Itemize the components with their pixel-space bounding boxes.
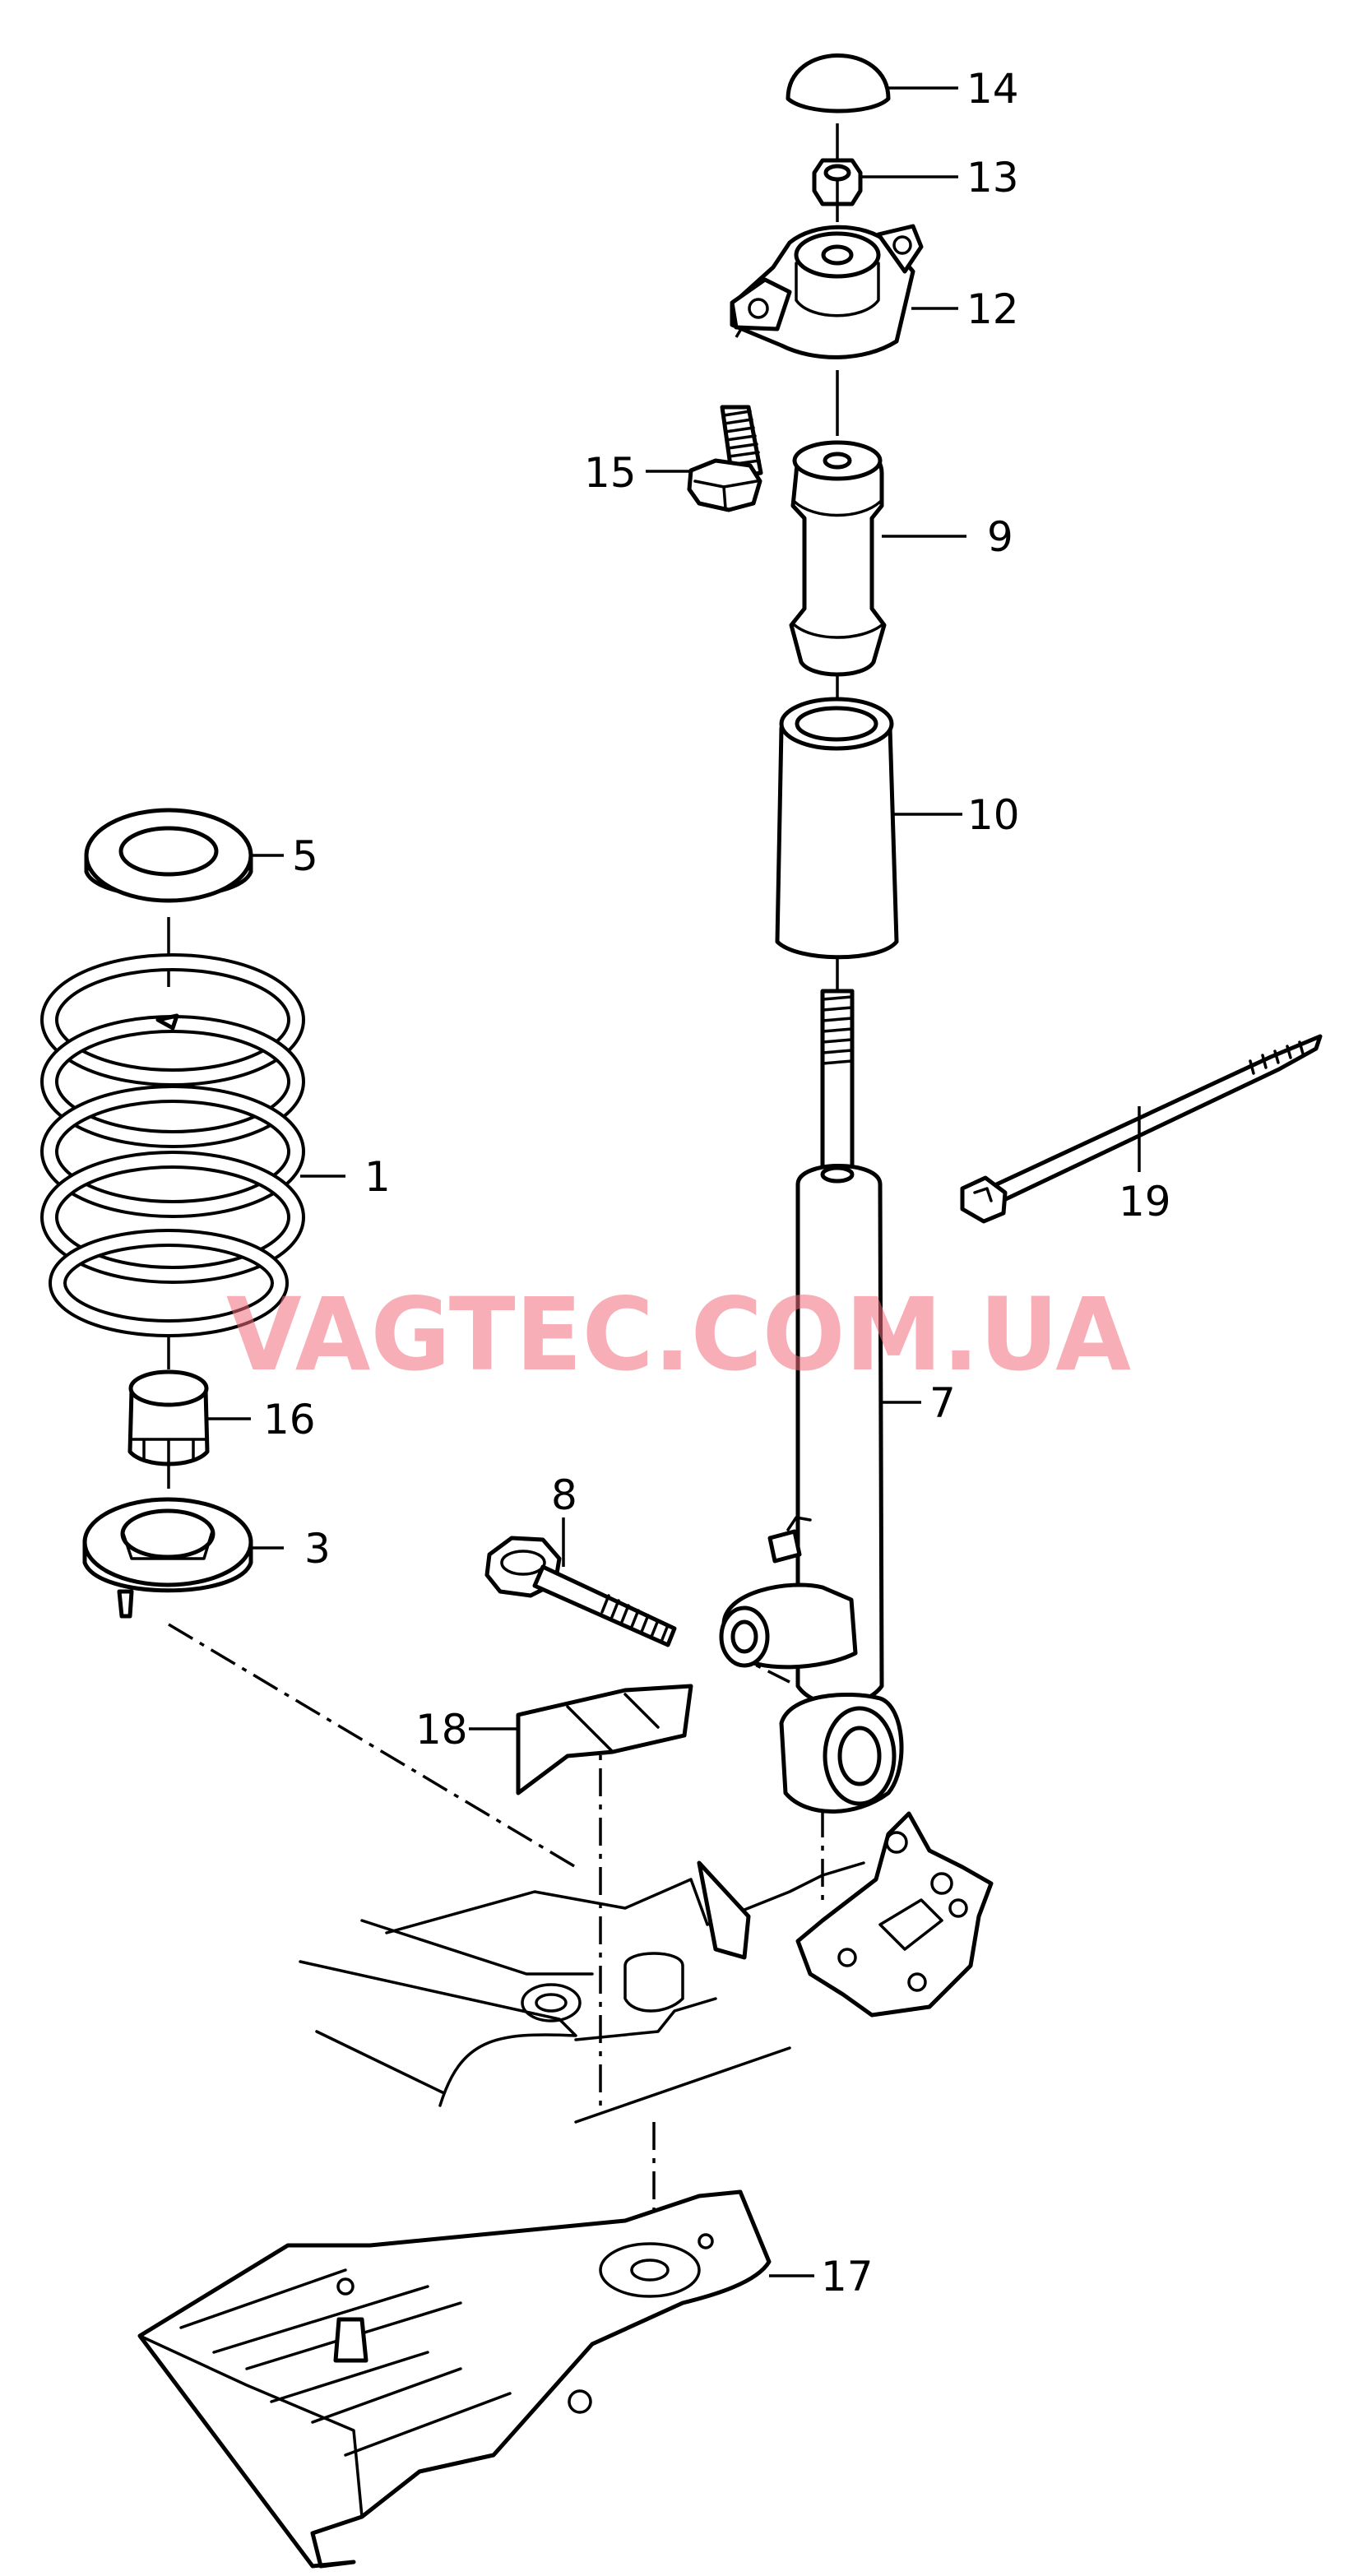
label-part-1: 1 <box>364 1153 391 1201</box>
part-12-strut-mount <box>730 224 924 359</box>
part-16-spring-bush <box>127 1369 210 1467</box>
part-14-protective-cap <box>786 53 891 114</box>
label-part-13: 13 <box>966 154 1019 202</box>
label-part-5: 5 <box>292 832 318 880</box>
part-10-dust-boot <box>775 697 899 960</box>
part-13-hex-nut <box>812 158 863 206</box>
part-17-underbody-guard <box>137 2189 772 2569</box>
part-15-hex-bolt <box>687 405 763 512</box>
part-labels: 14 13 12 15 9 10 5 1 19 7 16 8 3 18 17 <box>263 65 1171 2300</box>
part-18-bracket <box>516 1684 693 1795</box>
part-19-cable-tie <box>960 1034 1323 1224</box>
part-8-mounting-bolt <box>484 1536 677 1647</box>
label-part-15: 15 <box>584 449 637 497</box>
part-9-bump-stop <box>789 440 887 677</box>
watermark-text: VAGTEC.COM.UA <box>226 1276 1131 1393</box>
label-part-7: 7 <box>929 1379 956 1427</box>
rear-axle-beam <box>299 1811 994 2124</box>
label-part-18: 18 <box>415 1706 468 1754</box>
label-part-19: 19 <box>1119 1178 1171 1225</box>
label-part-14: 14 <box>966 65 1019 113</box>
part-5-upper-spring-seat <box>84 808 253 903</box>
part-3-lower-spring-seat <box>82 1497 253 1619</box>
assembly-axes <box>167 123 839 2237</box>
part-7-shock-absorber <box>719 989 904 1814</box>
leader-lines <box>206 86 1141 2277</box>
label-part-8: 8 <box>551 1471 577 1519</box>
label-part-17: 17 <box>821 2253 874 2300</box>
label-part-3: 3 <box>304 1525 331 1573</box>
label-part-10: 10 <box>967 791 1020 839</box>
label-part-9: 9 <box>987 513 1013 561</box>
part-1-coil-spring <box>40 953 305 1337</box>
label-part-16: 16 <box>263 1396 316 1443</box>
label-part-12: 12 <box>966 285 1019 333</box>
